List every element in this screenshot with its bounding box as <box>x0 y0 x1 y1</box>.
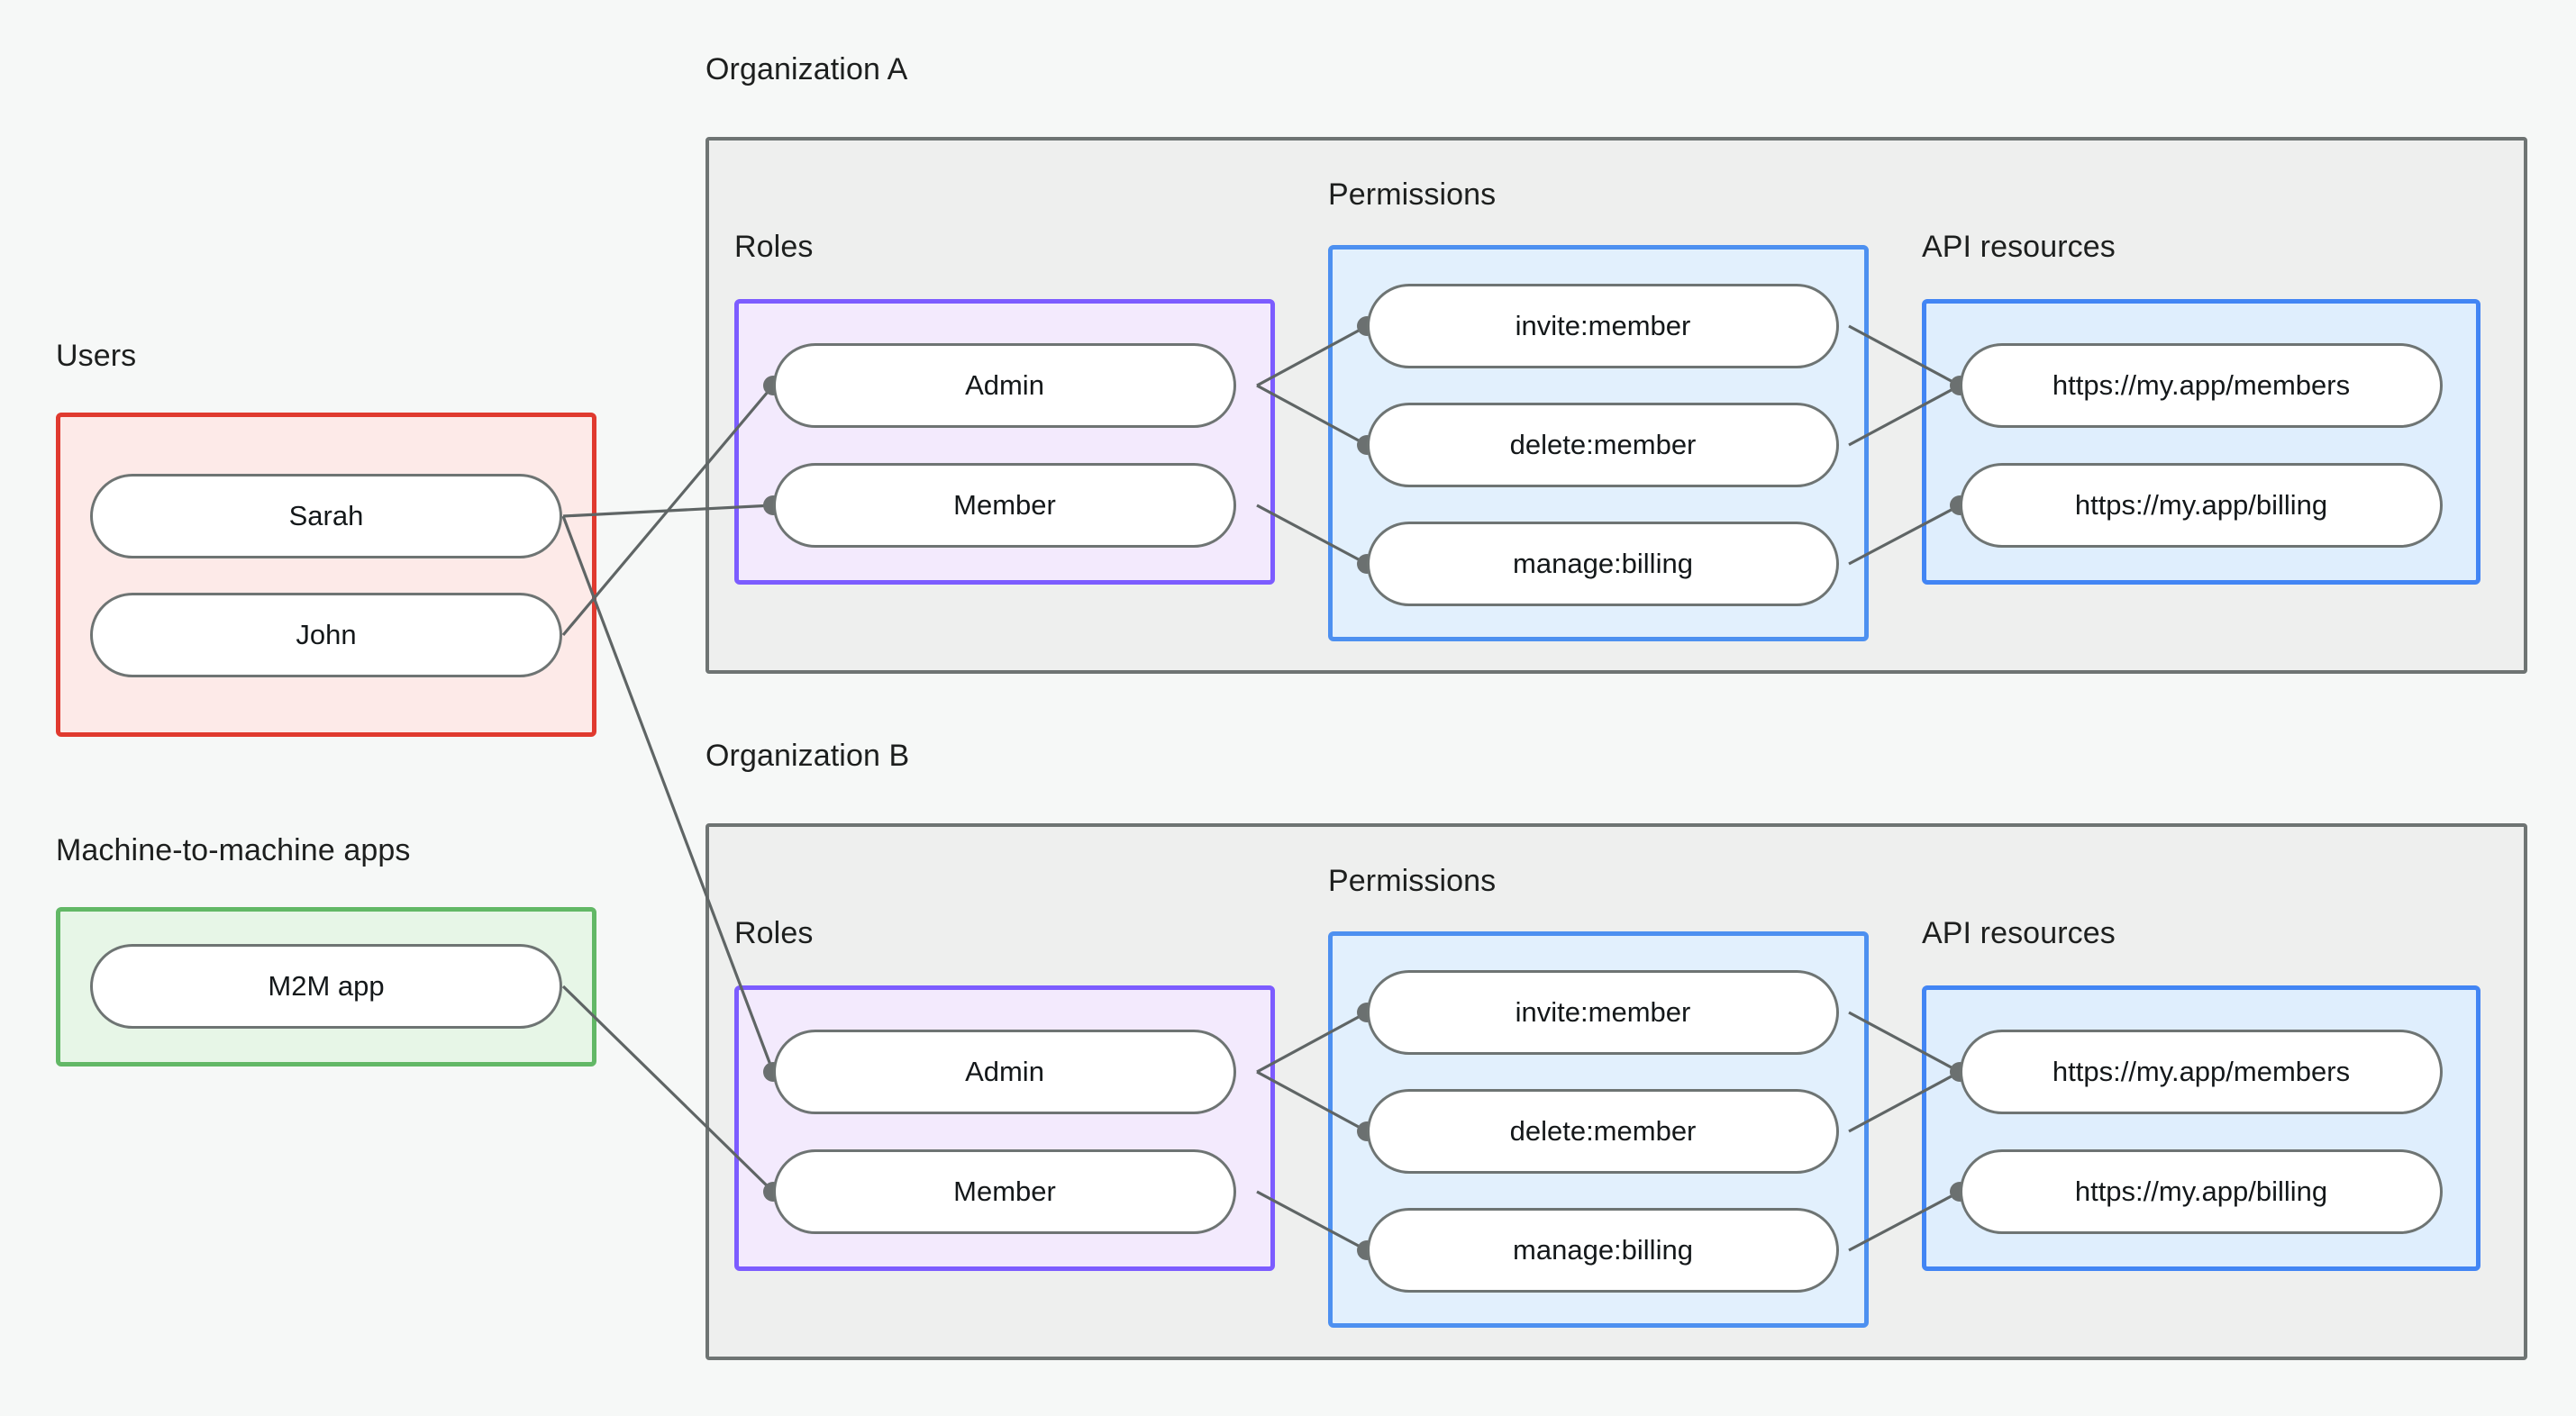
orgA-permissions-title: Permissions <box>1328 177 1497 212</box>
orgB-roles-title: Roles <box>734 916 814 950</box>
orgA-api-node-members[interactable]: https://my.app/members <box>1960 343 2443 428</box>
orgA-permission-node-invite-member[interactable]: invite:member <box>1367 284 1839 368</box>
orgA-permission-node-manage-billing[interactable]: manage:billing <box>1367 522 1839 606</box>
orgA-role-node-member[interactable]: Member <box>773 463 1236 548</box>
orgA-role-node-admin[interactable]: Admin <box>773 343 1236 428</box>
m2m-group-title: Machine-to-machine apps <box>56 833 411 867</box>
users-container <box>56 413 596 737</box>
organization-b-title: Organization B <box>705 739 910 773</box>
orgB-api-resources-title: API resources <box>1922 916 2116 950</box>
users-group-title: Users <box>56 339 137 373</box>
orgB-permissions-title: Permissions <box>1328 864 1497 898</box>
orgB-permission-node-invite-member[interactable]: invite:member <box>1367 970 1839 1055</box>
user-node-sarah[interactable]: Sarah <box>90 474 562 558</box>
organization-a-title: Organization A <box>705 52 908 86</box>
orgA-permission-node-delete-member[interactable]: delete:member <box>1367 403 1839 487</box>
orgB-role-node-member[interactable]: Member <box>773 1149 1236 1234</box>
orgA-roles-title: Roles <box>734 230 814 264</box>
orgB-permission-node-delete-member[interactable]: delete:member <box>1367 1089 1839 1174</box>
orgB-api-node-members[interactable]: https://my.app/members <box>1960 1030 2443 1114</box>
user-node-john[interactable]: John <box>90 593 562 677</box>
orgB-role-node-admin[interactable]: Admin <box>773 1030 1236 1114</box>
orgA-api-node-billing[interactable]: https://my.app/billing <box>1960 463 2443 548</box>
orgA-api-resources-title: API resources <box>1922 230 2116 264</box>
orgB-permission-node-manage-billing[interactable]: manage:billing <box>1367 1208 1839 1293</box>
m2m-node-app[interactable]: M2M app <box>90 944 562 1029</box>
orgB-api-node-billing[interactable]: https://my.app/billing <box>1960 1149 2443 1234</box>
